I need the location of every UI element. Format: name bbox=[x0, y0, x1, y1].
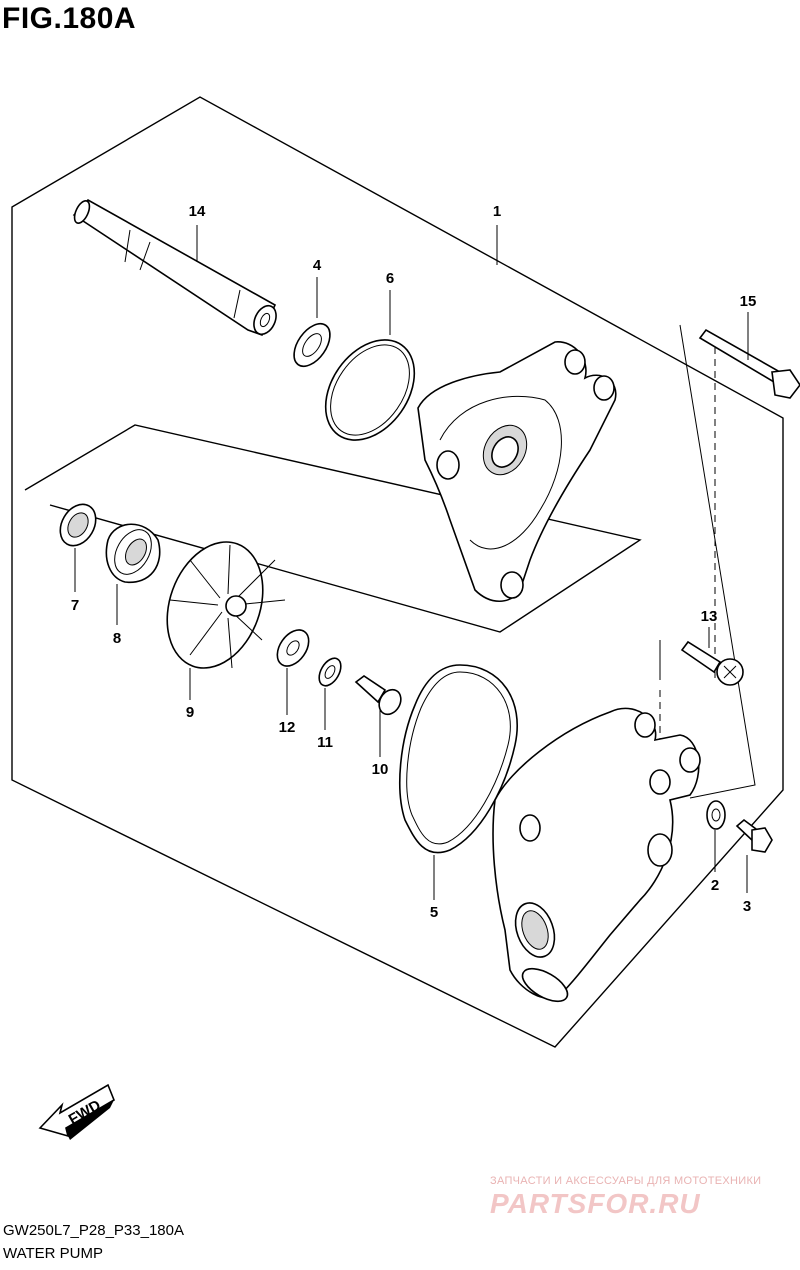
callout-8: 8 bbox=[113, 630, 121, 647]
callout-1: 1 bbox=[493, 203, 501, 220]
callout-13: 13 bbox=[701, 608, 718, 625]
pump-case-part bbox=[417, 341, 617, 603]
impeller-part-9 bbox=[166, 541, 286, 669]
subgroup-frame bbox=[24, 424, 642, 633]
callout-15: 15 bbox=[740, 293, 757, 310]
screw-part-13 bbox=[680, 640, 744, 686]
pump-body-part bbox=[492, 707, 701, 1003]
callout-10: 10 bbox=[372, 761, 389, 778]
callout-11: 11 bbox=[317, 734, 333, 751]
washer-part-11 bbox=[318, 657, 342, 687]
callout-5: 5 bbox=[430, 904, 438, 921]
callout-2: 2 bbox=[711, 877, 719, 894]
bolt-part-3 bbox=[735, 818, 773, 853]
callout-7: 7 bbox=[71, 597, 79, 614]
gasket-part-5 bbox=[399, 664, 518, 854]
assembly-boundary bbox=[11, 96, 784, 1048]
callout-9: 9 bbox=[186, 704, 194, 721]
washer-part-4 bbox=[293, 322, 331, 368]
callout-14: 14 bbox=[189, 203, 206, 220]
leader-lines bbox=[74, 225, 749, 900]
o-ring-part-6 bbox=[324, 339, 416, 441]
washer-part-12 bbox=[276, 629, 310, 667]
watermark-tagline: ЗАПЧАСТИ И АКСЕССУАРЫ ДЛЯ МОТОТЕХНИКИ bbox=[490, 1175, 762, 1187]
callout-3: 3 bbox=[743, 898, 751, 915]
washer-part-2 bbox=[706, 800, 726, 830]
callout-4: 4 bbox=[313, 257, 322, 274]
mechanical-seal-part-8 bbox=[105, 523, 161, 583]
figure-code: GW250L7_P28_P33_180A bbox=[3, 1222, 184, 1239]
callout-6: 6 bbox=[386, 270, 394, 287]
figure-name: WATER PUMP bbox=[3, 1245, 103, 1262]
figure-title: FIG.180A bbox=[2, 2, 137, 35]
bolt-part-15 bbox=[698, 328, 800, 399]
fwd-arrow-icon: FWD bbox=[38, 1083, 115, 1140]
bolt-part-10 bbox=[354, 675, 402, 716]
oil-seal-part-7 bbox=[59, 503, 97, 547]
bolt-guide-line bbox=[679, 324, 756, 799]
shaft-part bbox=[72, 198, 277, 337]
callout-12: 12 bbox=[279, 719, 296, 736]
watermark-logo-text: PARTSFOR.RU bbox=[490, 1188, 701, 1219]
